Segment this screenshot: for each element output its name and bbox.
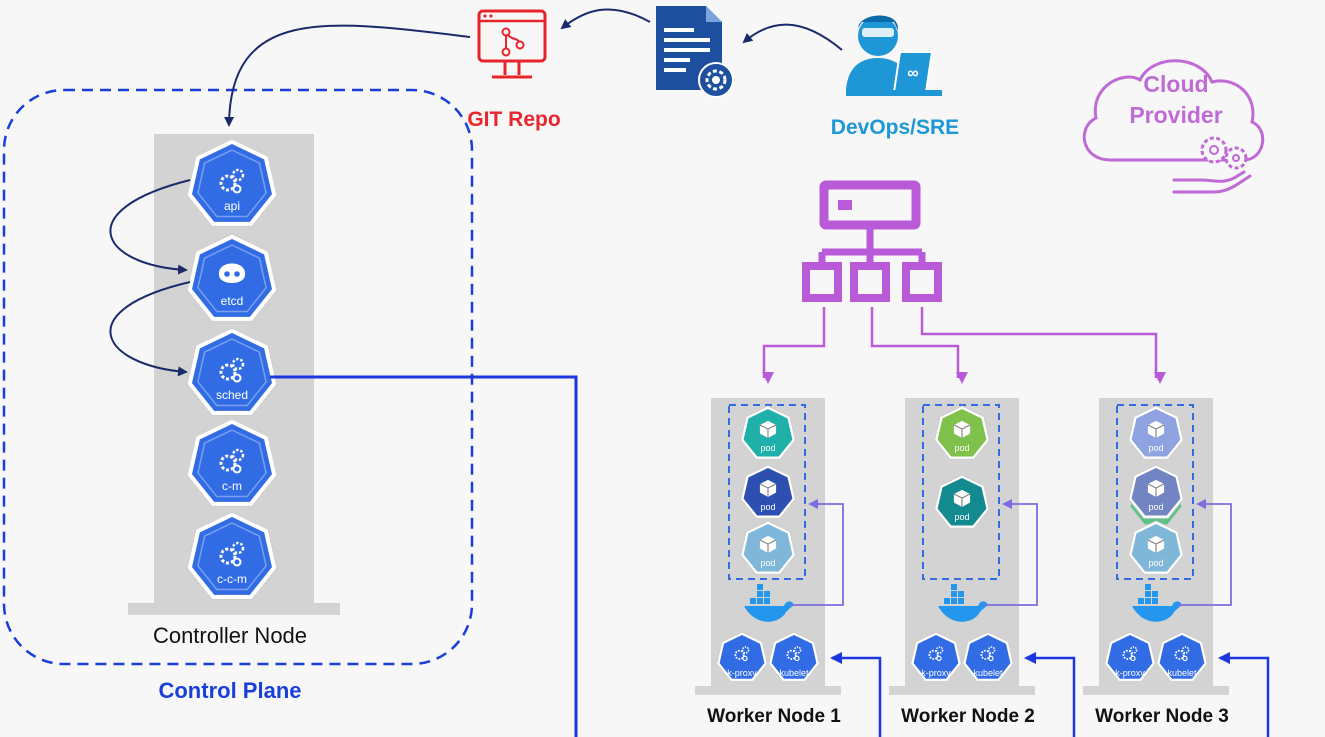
scheduler-to-kubelet-arrow (1024, 652, 1076, 737)
component-etcd: etcd (186, 233, 278, 322)
component-label: api (224, 199, 240, 213)
pod: pod (934, 474, 990, 529)
kubelet-to-pods-arrow (790, 499, 844, 606)
pod: pod (1128, 464, 1184, 525)
kube-apiserver-icon (192, 144, 272, 222)
k-proxy-component: k-proxy (716, 631, 768, 682)
docker-whale-icon (744, 584, 794, 622)
pod: pod (740, 405, 796, 460)
api-to-etcd-arrow (109, 179, 191, 275)
pod-label: pod (954, 512, 969, 522)
pod-label: pod (760, 443, 775, 453)
git-repo-monitor-icon (477, 9, 547, 79)
pod-label: pod (760, 502, 775, 512)
worker-node-label: Worker Node 1 (707, 706, 841, 727)
agent-label: k-proxy (1115, 668, 1145, 678)
agent-label: kubelet (973, 668, 1003, 678)
lb-to-worker2-arrow (870, 307, 968, 384)
pod: pod (1128, 520, 1184, 575)
kube-scheduler-icon (192, 333, 272, 411)
kubelet-component: kubelet (962, 631, 1014, 682)
kubelet-to-pods-arrow (1178, 499, 1232, 606)
lb-to-worker1-arrow (762, 307, 826, 384)
devops-engineer-laptop-icon: ∞ (846, 15, 942, 96)
pod-group-boundary (922, 404, 1000, 580)
controller-node-base (128, 603, 340, 615)
pod-label: pod (760, 558, 775, 568)
pod: pod (1128, 405, 1184, 460)
pod: pod (934, 405, 990, 460)
kubelet-component: kubelet (1156, 631, 1208, 682)
load-balancer-hierarchy-icon (802, 180, 942, 302)
config-document-gear-icon (656, 6, 734, 98)
control-plane-components: api etcd sched c-m c-c-m (186, 138, 278, 600)
cloud-provider-label-line2: Provider (1129, 102, 1222, 128)
kubelet-to-pods-arrow (984, 499, 1038, 606)
git-repo-label: GIT Repo (467, 108, 560, 131)
pod: pod (740, 520, 796, 575)
k-proxy-component: k-proxy (1104, 631, 1156, 682)
lb-to-worker3-arrow (920, 307, 1166, 384)
config-to-git-arrow (560, 8, 651, 30)
pod-group-boundary (728, 404, 806, 580)
worker-node-base (1083, 686, 1229, 695)
worker-node-label: Worker Node 3 (1095, 706, 1229, 727)
component-api: api (186, 138, 278, 227)
pod: pod (740, 464, 796, 519)
cloud-provider-icon (1082, 59, 1265, 194)
controller-manager-icon (192, 424, 272, 502)
pod-label: pod (1148, 502, 1163, 512)
scheduler-to-kubelet-arrow (830, 652, 882, 737)
docker-whale-icon (938, 584, 988, 622)
git-to-api-arrow (224, 24, 471, 127)
devops-label: DevOps/SRE (831, 116, 959, 139)
worker-node-base (889, 686, 1035, 695)
component-c-m: c-m (186, 418, 278, 507)
svg-text:∞: ∞ (907, 65, 918, 82)
component-c-c-m: c-c-m (186, 511, 278, 600)
component-sched: sched (186, 327, 278, 416)
devops-to-config-arrow (742, 23, 843, 51)
agent-label: k-proxy (727, 668, 757, 678)
cloud-controller-manager-icon (192, 517, 272, 595)
control-plane-label: Control Plane (158, 678, 301, 703)
component-label: etcd (221, 294, 244, 308)
pod-label: pod (954, 443, 969, 453)
worker-node-label: Worker Node 2 (901, 706, 1035, 727)
scheduler-to-kubelet-arrow (1218, 652, 1270, 737)
cloud-provider-label-line1: Cloud (1143, 71, 1208, 97)
pod-label: pod (1148, 443, 1163, 453)
agent-label: kubelet (1167, 668, 1197, 678)
component-label: c-c-m (217, 572, 247, 586)
docker-whale-icon (1132, 584, 1182, 622)
kubelet-component: kubelet (768, 631, 820, 682)
k-proxy-component: k-proxy (910, 631, 962, 682)
etcd-to-sched-arrow (109, 281, 191, 377)
worker-node-base (695, 686, 841, 695)
component-label: c-m (222, 479, 242, 493)
component-label: sched (216, 388, 248, 402)
pod-label: pod (1148, 558, 1163, 568)
agent-label: kubelet (779, 668, 809, 678)
agent-label: k-proxy (921, 668, 951, 678)
controller-node-label: Controller Node (153, 623, 307, 648)
pod-group-boundary (1116, 404, 1194, 580)
scheduler-to-workers-wire (270, 375, 578, 737)
